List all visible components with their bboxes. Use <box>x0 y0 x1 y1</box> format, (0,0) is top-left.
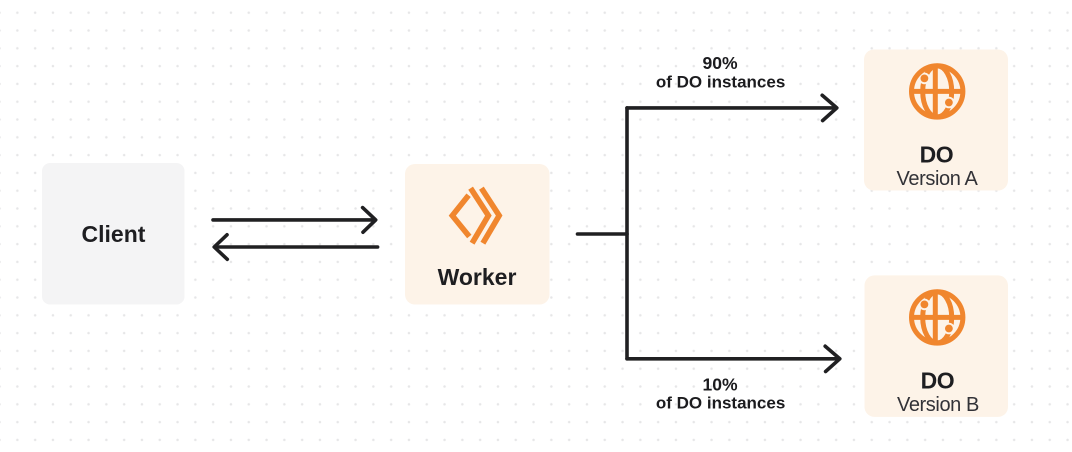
svg-text:90%: 90% <box>702 53 737 73</box>
svg-text:Client: Client <box>82 221 146 247</box>
svg-text:of DO instances: of DO instances <box>656 394 785 413</box>
svg-text:Version B: Version B <box>897 394 979 416</box>
svg-text:Version A: Version A <box>897 168 979 190</box>
svg-text:DO: DO <box>920 142 954 168</box>
svg-text:DO: DO <box>921 368 955 394</box>
svg-text:of DO instances: of DO instances <box>656 73 785 92</box>
svg-text:Worker: Worker <box>438 264 517 290</box>
svg-text:10%: 10% <box>702 375 737 395</box>
